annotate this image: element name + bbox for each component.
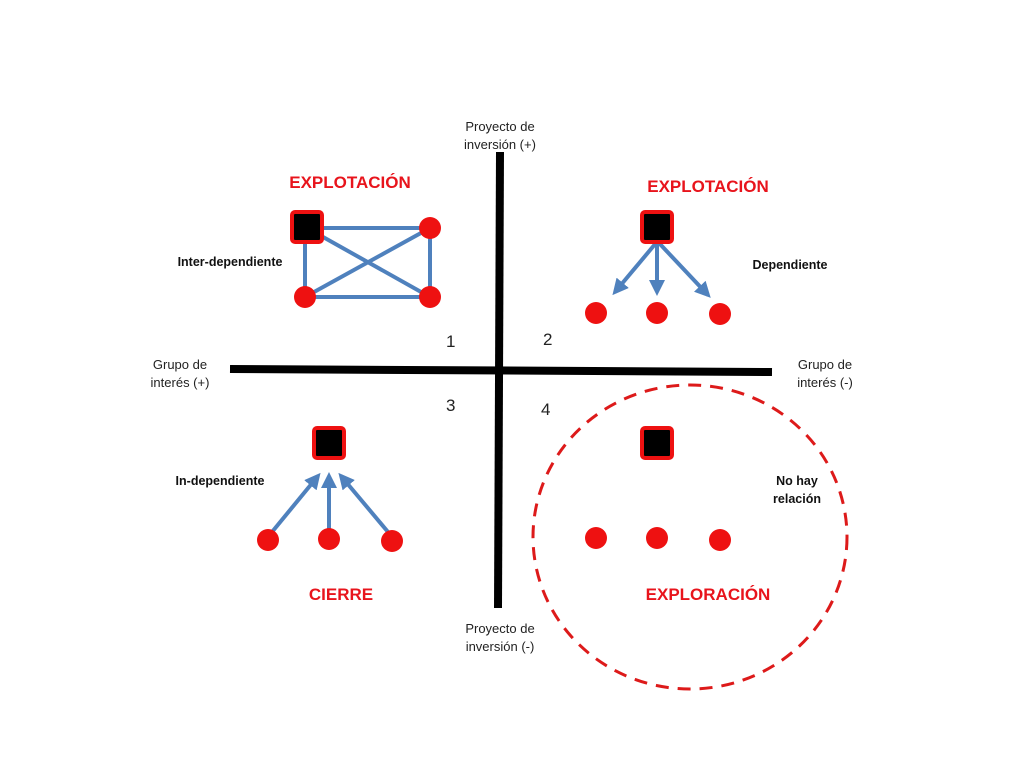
quadrant-4-title: EXPLORACIÓN xyxy=(645,585,771,604)
quadrant-2-network xyxy=(585,210,731,325)
quadrant-2-relation: Dependiente xyxy=(752,258,828,272)
stakeholder-node xyxy=(257,529,279,551)
stakeholder-node xyxy=(318,528,340,550)
quadrant-4-number: 4 xyxy=(541,400,551,419)
arrow xyxy=(612,241,658,296)
arrow xyxy=(270,472,321,534)
quadrant-3-network xyxy=(257,426,403,552)
exploration-dashed-circle xyxy=(531,383,849,691)
axis-label-left: Grupo de interés (+) xyxy=(150,357,210,390)
quadrant-1-network xyxy=(290,210,441,308)
stakeholder-node xyxy=(646,302,668,324)
stakeholder-node xyxy=(709,529,731,551)
vertical-axis xyxy=(494,151,504,609)
quadrant-1-title: EXPLOTACIÓN xyxy=(289,173,411,192)
quadrant-4-relation: No hay relación xyxy=(773,474,821,506)
stakeholder-node xyxy=(381,530,403,552)
quadrant-4-network xyxy=(531,383,849,691)
quadrant-3-number: 3 xyxy=(446,396,456,415)
project-square-node xyxy=(640,426,674,460)
stakeholder-node xyxy=(585,302,607,324)
quadrant-3-relation: In-dependiente xyxy=(175,474,265,488)
arrow xyxy=(338,472,390,534)
horizontal-axis xyxy=(229,365,773,376)
stakeholder-node xyxy=(585,527,607,549)
stakeholder-node xyxy=(709,303,731,325)
quadrant-1-relation: Inter-dependiente xyxy=(177,255,283,269)
stakeholder-node xyxy=(646,527,668,549)
arrow xyxy=(657,241,711,298)
axis-label-right: Grupo de interés (-) xyxy=(797,357,853,390)
edge xyxy=(304,226,431,299)
stakeholder-node xyxy=(419,217,441,239)
project-square-node xyxy=(640,210,674,244)
axis-label-top: Proyecto de inversión (+) xyxy=(464,119,536,152)
project-square-node xyxy=(290,210,324,244)
axis-label-bottom: Proyecto de inversión (-) xyxy=(465,621,535,654)
quadrant-2-title: EXPLOTACIÓN xyxy=(647,177,769,196)
quadrant-3-title: CIERRE xyxy=(308,585,374,604)
quadrant-2-number: 2 xyxy=(543,330,553,349)
project-square-node xyxy=(312,426,346,460)
stakeholder-node xyxy=(419,286,441,308)
stakeholder-node xyxy=(294,286,316,308)
quadrant-1-number: 1 xyxy=(446,332,456,351)
